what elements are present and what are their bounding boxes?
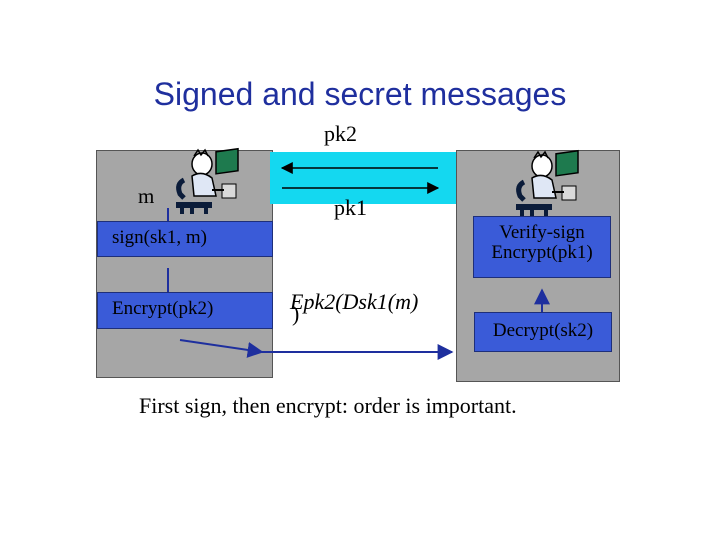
ciphertext-label: Epk2(Dsk1(m) ) — [290, 289, 419, 326]
label-pk1: pk1 — [334, 195, 367, 220]
ciphertext-line1: Epk2(Dsk1(m) — [290, 289, 419, 314]
encrypt-pk1-label: Encrypt(pk1) — [491, 242, 593, 263]
verify-sign-label: Verify-sign — [499, 222, 585, 243]
encrypt-pk2-box: Encrypt(pk2) — [97, 292, 273, 329]
slide-title: Signed and secret messages — [153, 76, 567, 112]
decrypt-box: Decrypt(sk2) — [474, 312, 612, 352]
left-user-icon — [176, 147, 239, 214]
caption: First sign, then encrypt: order is impor… — [139, 393, 517, 418]
decrypt-label: Decrypt(sk2) — [492, 320, 594, 341]
verify-encrypt-box: Verify-sign Encrypt(pk1) — [473, 216, 611, 278]
label-pk2: pk2 — [324, 121, 357, 146]
sign-box-label: sign(sk1, m) — [112, 227, 207, 248]
channel-bar — [270, 152, 456, 204]
encrypt-pk2-label: Encrypt(pk2) — [112, 298, 214, 319]
sign-box: sign(sk1, m) — [97, 221, 273, 257]
ciphertext-line2: ) — [292, 301, 300, 326]
arrow-left-diagonal — [179, 339, 264, 358]
right-user-icon — [516, 149, 579, 216]
label-m: m — [138, 184, 155, 208]
